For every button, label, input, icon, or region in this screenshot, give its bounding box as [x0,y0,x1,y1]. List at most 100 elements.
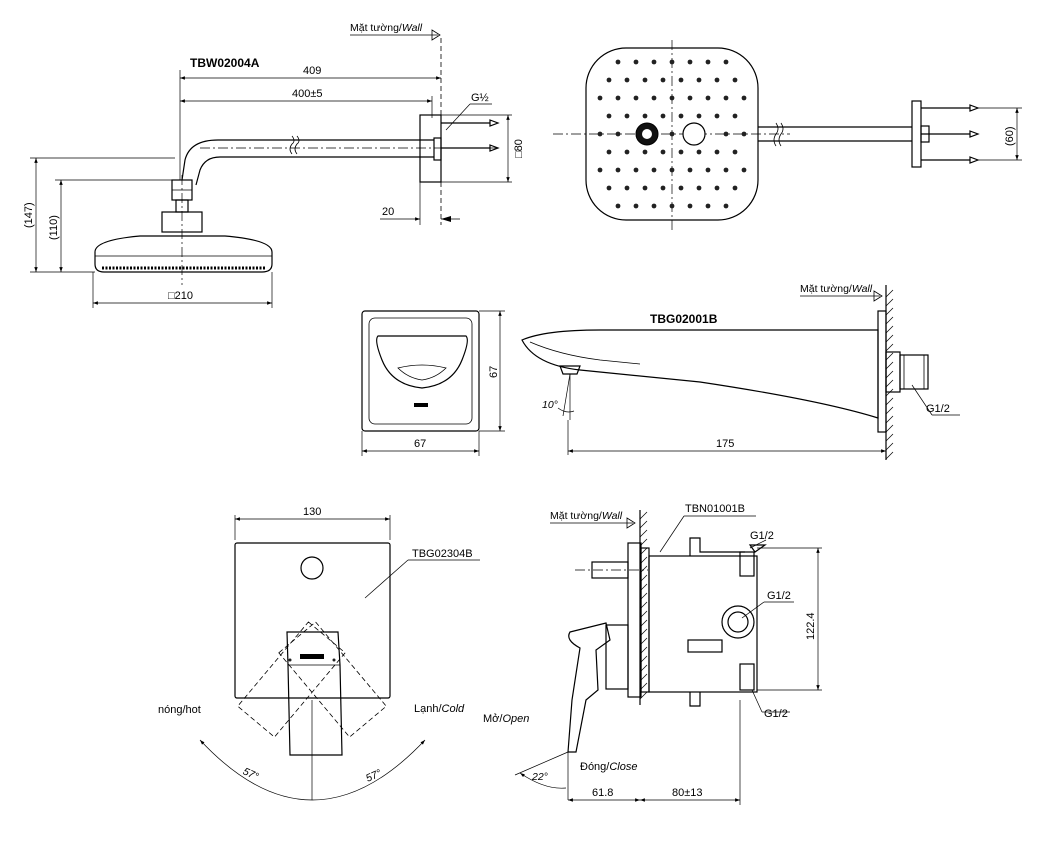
nozzle-hole [651,59,657,65]
hatch-stroke [885,406,894,415]
top-port-cap [748,544,767,553]
nozzle-hole [723,203,729,209]
nozzle-hole [741,167,747,173]
spout-front-view: 67 67 [361,310,505,456]
shower-arm-side-view: TBW02004A Mặt tường/Wall 409 400±5 G½ [23,22,525,308]
mixer-handle [286,631,343,756]
break-mark-icon [289,135,300,155]
shower-arm-wall-label: Mặt tường/Wall [350,22,423,34]
hatch-stroke [885,316,894,325]
hatch-stroke [885,379,894,388]
handle-cold-position [237,621,346,738]
depth-front-label: 61.8 [592,787,613,799]
valve-body [648,555,758,693]
valve-wall-label: Mặt tường/Wall [550,510,623,522]
valve-height-label: 122.4 [805,612,817,640]
spout-height-label: 67 [488,366,500,378]
brand-logo [414,403,428,407]
diverter-hole [300,556,324,580]
nozzle-hole [678,149,684,155]
spout-model-label: TBG02001B [650,312,718,326]
nozzle-hole [642,185,648,191]
model-leader [659,515,685,553]
hatch-stroke [639,511,648,520]
thread-leader [749,539,767,549]
nozzle-hole [606,77,612,83]
spout-side-view: TBG02001B Mặt tường/Wall G1/2 10° 175 [521,283,960,460]
wall-arrow-icon [431,29,441,41]
hatch-stroke [639,520,648,529]
nozzle-hole [687,167,693,173]
nozzle-hole [660,113,666,119]
nozzle-hole [714,77,720,83]
spout-opening [397,364,447,381]
angle-arc [557,407,575,413]
hatch-stroke [885,451,894,460]
valve-spacer [640,547,650,693]
screw-tip-icon [969,130,980,138]
arm-thread-label: G½ [471,92,489,104]
hatch-stroke [885,343,894,352]
nozzle-hole [615,131,621,137]
nozzle-hole [660,149,666,155]
hatch-stroke [885,298,894,307]
valve-model-label: TBN01001B [685,503,745,515]
flange-depth-label: 20 [382,206,394,218]
spout-front-inner [368,317,473,425]
shower-arm-model-label: TBW02004A [190,56,260,70]
nozzle-hole [633,203,639,209]
spout-front-plate [361,310,480,432]
nozzle-hole [696,77,702,83]
nozzle-hole [714,185,720,191]
shower-head-body [94,235,273,273]
valve-angle-label: 22° [531,771,548,783]
plate-model-label: TBG02304B [412,548,473,560]
nozzle-hole [651,95,657,101]
nozzle-hole [723,167,729,173]
nozzle-pattern [597,59,747,209]
nozzle-hole [642,77,648,83]
hot-label: nóng/hot [158,704,201,716]
plate-width-label: 130 [303,506,321,518]
angle-arc-22 [519,772,567,789]
wall-arrow-icon [873,290,883,302]
hatch-stroke [885,415,894,424]
open-angle-line [514,751,569,776]
nozzle-hole [714,113,720,119]
flange-nut [433,137,442,161]
hatch-stroke [885,361,894,370]
nozzle-hole [624,185,630,191]
hatch-stroke [885,433,894,442]
lever-handle-side [567,622,611,753]
nozzle-hole [624,149,630,155]
middle-port-inner [727,611,749,633]
hatch-stroke [885,352,894,361]
open-label: Mở/Open [483,713,529,725]
nozzle-hole [696,113,702,119]
nozzle-hole [624,113,630,119]
hatch-stroke [885,370,894,379]
angle-arc-57 [199,739,426,801]
nozzle-hole [597,131,603,137]
spout-width-label: 67 [414,438,426,450]
nozzle-hole [669,203,675,209]
spout-contour [529,341,641,365]
nozzle-hole [705,203,711,209]
arm-pipe-top [181,139,434,181]
valve-bottom-lug [689,692,701,707]
nozzle-hole [660,77,666,83]
cold-label: Lạnh/Cold [414,703,465,715]
valve-thread-bottom-label: G1/2 [764,708,788,720]
nozzle-hole [642,113,648,119]
hatch-stroke [885,325,894,334]
break-mark-icon [773,122,784,147]
hatch-stroke [639,529,648,538]
valve-body-side-view: Mặt tường/Wall TBN01001B G1/2 G1/2 G1/2 [483,503,822,805]
nozzle-hole [705,95,711,101]
nozzle-hole [705,167,711,173]
center-button-right [682,122,706,146]
flange-size-label: □80 [513,139,525,158]
hatch-stroke [885,397,894,406]
arm-pipe-bottom [195,156,434,186]
screw-tip-icon [489,144,500,152]
